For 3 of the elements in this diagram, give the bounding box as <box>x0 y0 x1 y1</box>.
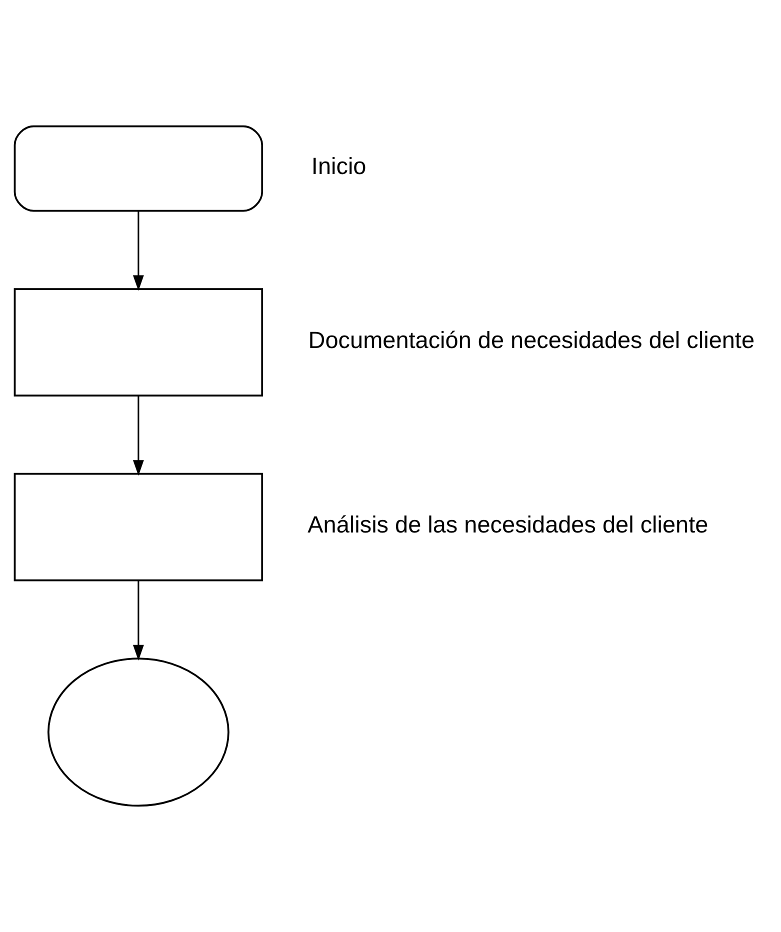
node-label: Documentación de necesidades del cliente <box>308 326 755 353</box>
node-label: Análisis de las necesidades del cliente <box>308 512 708 538</box>
node-label: Inicio <box>311 153 366 180</box>
